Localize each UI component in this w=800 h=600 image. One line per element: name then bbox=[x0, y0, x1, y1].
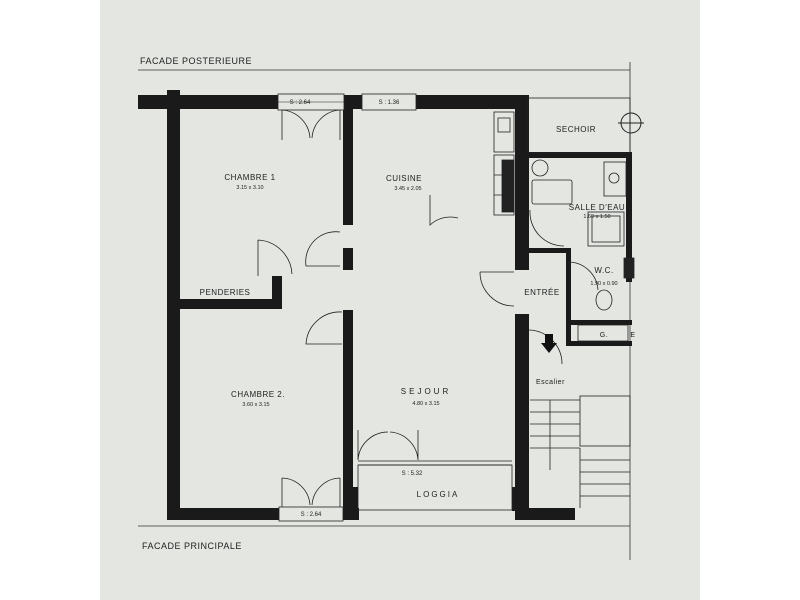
window-sejour bbox=[358, 460, 512, 466]
front-facade-label: FACADE PRINCIPALE bbox=[142, 541, 242, 551]
window-label-chambre2: S : 2.64 bbox=[301, 512, 322, 518]
room-name-escalier: Escalier bbox=[536, 379, 565, 386]
room-dims-chambre1: 3.15 x 3.10 bbox=[236, 185, 263, 191]
loggia-outline bbox=[357, 464, 513, 511]
facade-guide-lines bbox=[138, 62, 631, 560]
window-chambre2 bbox=[278, 506, 344, 522]
window-label-cuisine: S : 1.36 bbox=[379, 100, 400, 106]
floor-plan: FACADE POSTERIEURE FACADE PRINCIPALE CHA… bbox=[138, 56, 644, 560]
room-dims-sejour: 4.80 x 3.15 bbox=[412, 401, 439, 407]
doors bbox=[257, 109, 599, 507]
window-chambre1 bbox=[277, 93, 345, 111]
kitchen-fixtures bbox=[493, 111, 515, 216]
room-name-entree: ENTRÉE bbox=[524, 288, 559, 297]
room-dims-chambre2: 3.60 x 3.15 bbox=[242, 402, 269, 408]
room-dims-salle-deau: 1.60 x 1.50 bbox=[583, 214, 610, 220]
room-name-salle-deau: SALLE D'EAU bbox=[569, 203, 625, 212]
wc-fixtures bbox=[595, 257, 635, 311]
room-name-penderies: PENDERIES bbox=[200, 288, 251, 297]
floor-plan-sheet: FACADE POSTERIEURE FACADE PRINCIPALE CHA… bbox=[100, 0, 700, 600]
label-g: G. bbox=[600, 332, 608, 339]
window-label-sejour: S : 5.32 bbox=[402, 471, 423, 477]
room-name-cuisine: CUISINE bbox=[386, 174, 422, 183]
bathroom-fixtures bbox=[531, 159, 627, 247]
staircase bbox=[530, 395, 631, 508]
room-name-sejour: SEJOUR bbox=[401, 387, 451, 396]
room-dims-wc: 1.90 x 0.90 bbox=[590, 281, 617, 287]
room-name-chambre1: CHAMBRE 1 bbox=[224, 173, 275, 182]
rear-facade-label: FACADE POSTERIEURE bbox=[140, 56, 252, 66]
label-e: E bbox=[630, 332, 635, 339]
room-name-wc: W.C. bbox=[594, 266, 613, 275]
walls bbox=[138, 90, 632, 520]
room-name-chambre2: CHAMBRE 2. bbox=[231, 390, 285, 399]
gas-electric-box bbox=[577, 324, 629, 342]
room-name-sechoir: SECHOIR bbox=[556, 125, 596, 134]
window-label-chambre1: S : 2.64 bbox=[290, 100, 311, 106]
window-cuisine bbox=[361, 93, 417, 111]
room-dims-cuisine: 3.45 x 2.05 bbox=[394, 186, 421, 192]
entrance-arrow-icon bbox=[541, 334, 557, 353]
drying-rack-icon bbox=[618, 112, 644, 134]
room-name-loggia: LOGGIA bbox=[417, 490, 460, 499]
